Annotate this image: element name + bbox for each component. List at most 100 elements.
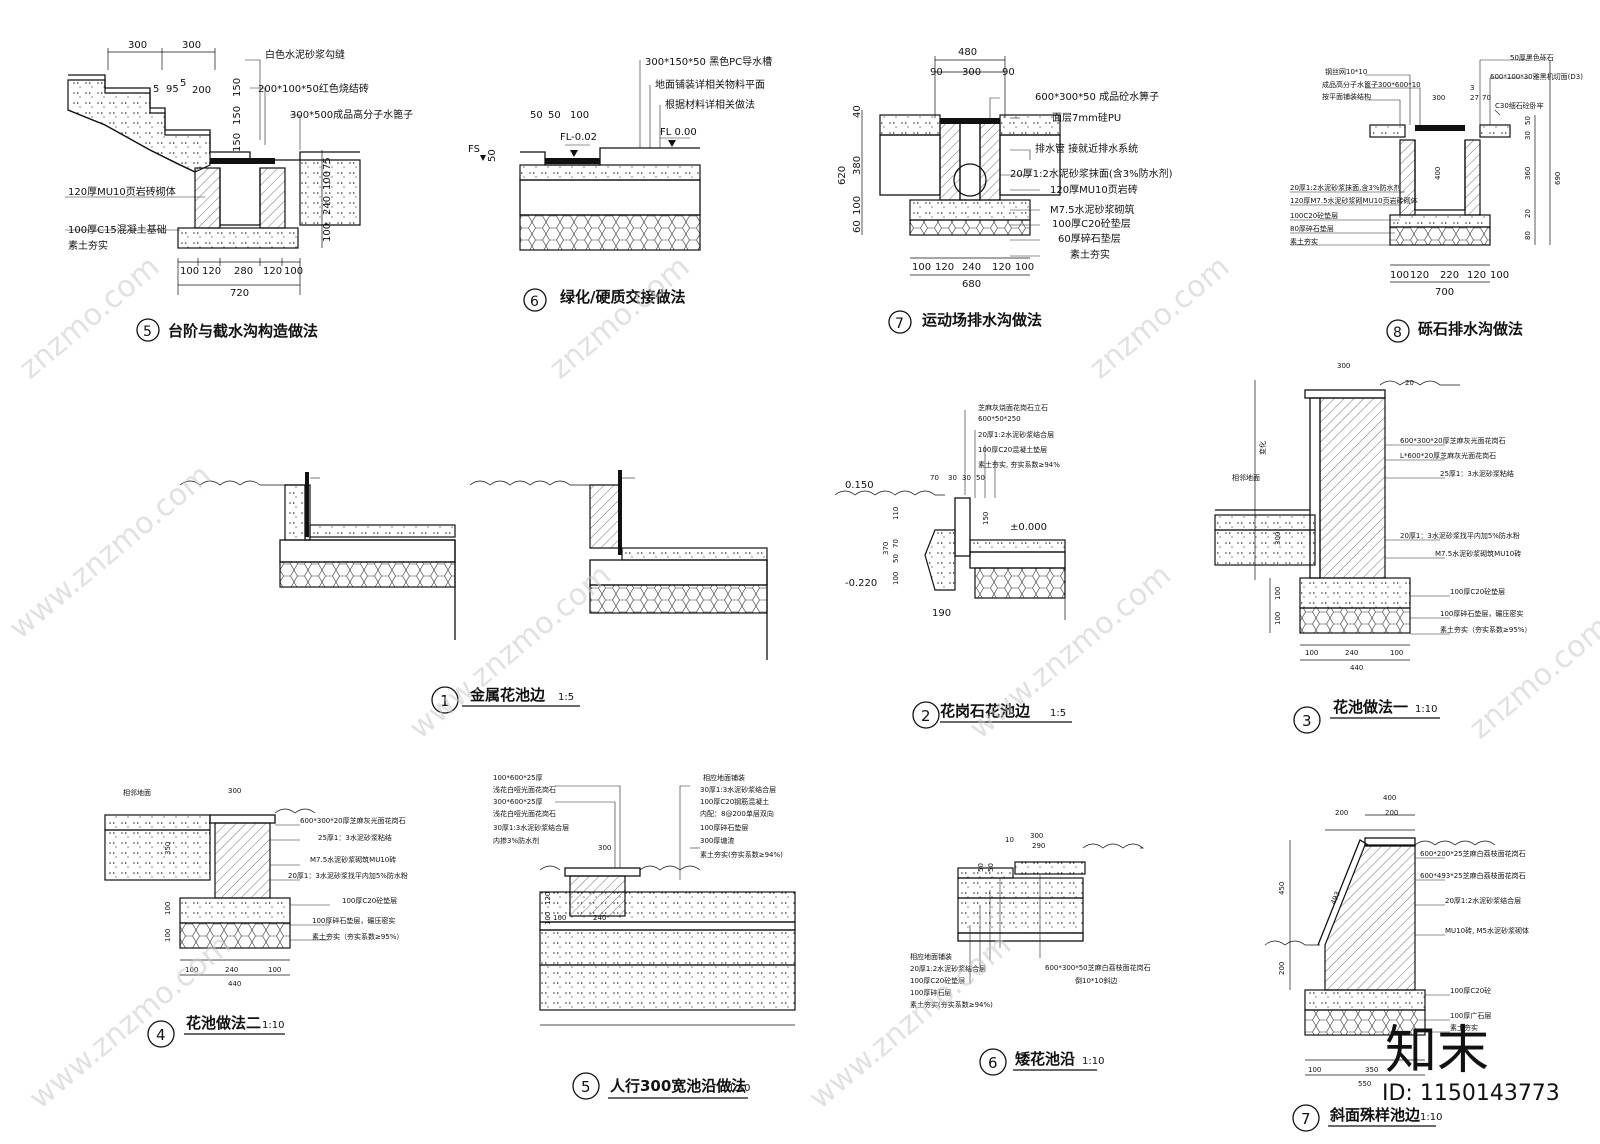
- dim-b1: 100: [180, 266, 199, 277]
- note-gravel: 100厚碎石垫层，碾压密实: [312, 916, 395, 925]
- note-mortar: 25厚1：3水泥砂浆粘结: [318, 833, 392, 842]
- note-c20: 100厚C20砼垫层: [1052, 217, 1131, 230]
- note-brick-wall: 120厚MU10页岩砖砌体: [68, 185, 176, 198]
- detail-scale: 1:5: [1050, 708, 1066, 719]
- watermark-text: www.znzmo.com: [3, 458, 218, 647]
- dim-l4: 60: [852, 220, 863, 233]
- note-plaster: 20厚1:2水泥砂浆抹面(含3%防水剂): [1010, 167, 1173, 180]
- note-screed: 20厚1：3水泥砂浆找平内加5%防水粉: [288, 871, 408, 880]
- dim-l3: 100: [852, 196, 863, 215]
- note-gravel: 100厚广石层: [1450, 1011, 1491, 1020]
- note-pu: 面层7mm硅PU: [1052, 111, 1121, 124]
- dim-300: 300: [598, 844, 611, 852]
- dim-100: 100: [570, 110, 589, 121]
- dim-400: 400: [1434, 167, 1442, 180]
- note-red-brick: 200*100*50红色烧结砖: [258, 82, 369, 95]
- note-gravel: 80厚碎石垫层: [1290, 224, 1334, 233]
- dim-300: 300: [1030, 832, 1043, 840]
- dim-5b: 5: [180, 78, 186, 89]
- note-brick: MU10砖, M5水泥砂浆砌体: [1445, 926, 1529, 935]
- dim-20: 20: [1405, 379, 1414, 387]
- note-grate: 成品高分子水篦子300*600*10: [1322, 80, 1421, 89]
- note-c20: 100厚C20砼垫层: [1450, 587, 1505, 596]
- dim-r2: 30: [1524, 131, 1532, 140]
- note-granite-top: 600*300*20厚芝麻灰光面花岗石: [1400, 436, 1506, 445]
- note-pebble: 50厚黑色砾石: [1510, 53, 1554, 62]
- dim-b4: 120: [263, 266, 282, 277]
- note-r2: 30厚1:3水泥砂浆结合层: [700, 785, 776, 794]
- dim-b3: 100: [268, 966, 281, 974]
- detail-title: 金属花池边: [469, 686, 546, 704]
- dim-r5: 100: [322, 171, 333, 190]
- dim-b3: 220: [1440, 270, 1459, 281]
- dim-l2: 380: [852, 156, 863, 175]
- dim-480: 480: [958, 47, 977, 58]
- watermark-text: znzmo.com: [543, 249, 697, 386]
- note-gravel: 100厚碎石层: [910, 988, 951, 997]
- dim-200: 200: [192, 85, 211, 96]
- dim-b3: 280: [234, 266, 253, 277]
- note-stone-cut: 600*100*30雅黑机切面(D3): [1490, 72, 1583, 81]
- dim-left-50: 50: [487, 149, 498, 162]
- note-c15-base: 100厚C15混凝土基础: [68, 223, 167, 236]
- note-c20: 100厚C20混凝土垫层: [978, 445, 1047, 454]
- dim-300: 300: [962, 67, 981, 78]
- note-material: 根据材料详相关做法: [665, 98, 755, 111]
- dim-t4: 50: [976, 474, 985, 482]
- detail-title: 矮花池沿: [1015, 1050, 1075, 1068]
- detail-number: 2: [921, 707, 931, 725]
- dim-r1: 150: [232, 78, 243, 97]
- detail-title: 台阶与截水沟构造做法: [168, 322, 318, 340]
- dim-total: 550: [1358, 1080, 1371, 1088]
- detail-granite-planter-edge: 芝麻灰烧面花岗石立石 600*50*250 20厚1:2水泥砂浆结合层 100厚…: [834, 403, 1072, 729]
- dim-300-a: 300: [128, 40, 147, 51]
- note-gravel: 100厚碎石垫层，碾压密实: [1440, 609, 1523, 618]
- note-granite: 600*300*50芝麻白荔枝面花岗石: [1045, 963, 1151, 972]
- dim-b1: 100: [185, 966, 198, 974]
- dim-b2: 120: [202, 266, 221, 277]
- note-r3: 100厚C20钢筋混凝土: [700, 797, 769, 806]
- dim-b5: 100: [1490, 270, 1509, 281]
- detail-sports-drainage: 480 90 300 90 600*300*50 成品砼水箅子 面层7mm硅PU…: [837, 47, 1173, 334]
- dim-300: 300: [1432, 94, 1445, 102]
- dim-r3: 150: [232, 133, 243, 152]
- detail-number: 7: [895, 316, 904, 332]
- dim-3: 3: [1470, 84, 1474, 92]
- watermark-text: znzmo.com: [13, 249, 167, 386]
- dim-b1: 100: [1308, 1066, 1321, 1074]
- dim-l1: 110: [892, 507, 900, 520]
- note-granite-side: L*600*20厚芝麻灰光面花岗石: [1400, 451, 1496, 460]
- dim-l3: 100: [1274, 612, 1282, 625]
- dim-300-b: 300: [182, 40, 201, 51]
- detail-scale: 1:10: [1420, 1112, 1442, 1123]
- note-mesh: 钢丝网10*10: [1325, 67, 1367, 76]
- dim-l1: 120: [544, 892, 552, 905]
- dim-l1: 50: [977, 863, 985, 872]
- dim-95: 95: [166, 84, 179, 95]
- note-l3: 300*600*25厚: [493, 798, 543, 806]
- dim-300: 300: [1337, 362, 1350, 370]
- note-l6: 内掺3%防水剂: [493, 836, 539, 845]
- dim-r3: 360: [1524, 167, 1532, 180]
- note-screed: 20厚1：3水泥砂浆找平内加5%防水粉: [1400, 531, 1520, 540]
- note-r4: 内配：8@200单层双向: [700, 809, 774, 818]
- note-granite-stone: 芝麻灰烧面花岗石立石: [978, 403, 1048, 412]
- dim-b4: 120: [1467, 270, 1486, 281]
- detail-sloped-planter-edge: 600*200*25芝麻白荔枝面花岗石 600*493*25芝麻白荔枝面花岗石 …: [1264, 794, 1529, 1132]
- dim-b1: 100: [1305, 649, 1318, 657]
- note-grate: 600*300*50 成品砼水箅子: [1035, 90, 1159, 103]
- dim-190: 190: [932, 608, 951, 619]
- level-0220: -0.220: [845, 578, 877, 589]
- dim-400: 400: [1383, 794, 1396, 802]
- note-l2: 浅花白哑光面花岗石: [493, 785, 556, 794]
- detail-scale: 1:10: [262, 1020, 284, 1031]
- note-mortar: M7.5水泥砂浆砌筑: [1050, 203, 1135, 216]
- note-c30: C30细石砼卧牢: [1495, 101, 1544, 110]
- level-fl-002: FL-0.02: [560, 132, 597, 143]
- note-c20: 100厚C20砼垫层: [342, 896, 397, 905]
- note-paving: 地面铺装详相关物料平面: [655, 78, 765, 91]
- dim-b1: 100: [912, 262, 931, 273]
- dim-l2: 100: [164, 902, 172, 915]
- dim-l1: 300: [1274, 532, 1282, 545]
